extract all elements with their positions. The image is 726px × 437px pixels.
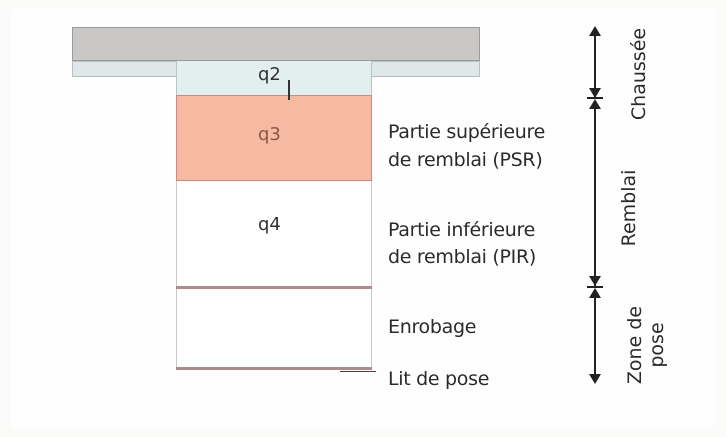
psr-label-line2: de remblai (PSR): [388, 149, 543, 171]
lit-de-pose-label: Lit de pose: [388, 368, 490, 390]
bedding-separator-line: [176, 367, 372, 370]
pose-dimension-line: [594, 296, 596, 376]
remblai-top-arrow: [589, 99, 601, 109]
q4-label: q4: [258, 214, 281, 235]
top-arrow: [589, 26, 601, 36]
remblai-pose-tick: [587, 286, 603, 288]
bedding-pointer-line: [340, 371, 376, 372]
chaussee-dimension-line: [594, 34, 596, 98]
bottom-arrow: [589, 374, 601, 384]
q3-label: q3: [258, 124, 281, 145]
remblai-bottom-arrow: [589, 276, 601, 286]
pir-label-line2: de remblai (PIR): [388, 246, 536, 268]
zone-de-pose-label-line1: Zone de: [624, 305, 646, 385]
chaussee-zone-label: Chaussée: [628, 27, 650, 121]
chaussee-bottom-arrow: [589, 88, 601, 98]
q2-layer: [176, 61, 372, 95]
q2-pointer-mark: [288, 80, 290, 100]
q4-layer: [176, 181, 372, 287]
chaussee-remblai-tick: [587, 97, 603, 99]
remblai-dimension-line: [594, 107, 596, 287]
zone-de-pose-label-line2: pose: [646, 322, 668, 368]
embedding-layer: [176, 289, 372, 367]
road-surface-layer: [72, 27, 480, 61]
q3-layer: [176, 95, 372, 181]
q2-label: q2: [258, 64, 281, 85]
enrobage-label: Enrobage: [388, 316, 477, 338]
pir-separator-line: [176, 286, 372, 289]
psr-label-line1: Partie supérieure: [388, 121, 546, 143]
remblai-zone-label: Remblai: [618, 169, 640, 247]
pir-label-line1: Partie inférieure: [388, 219, 536, 241]
pose-top-arrow: [589, 288, 601, 298]
